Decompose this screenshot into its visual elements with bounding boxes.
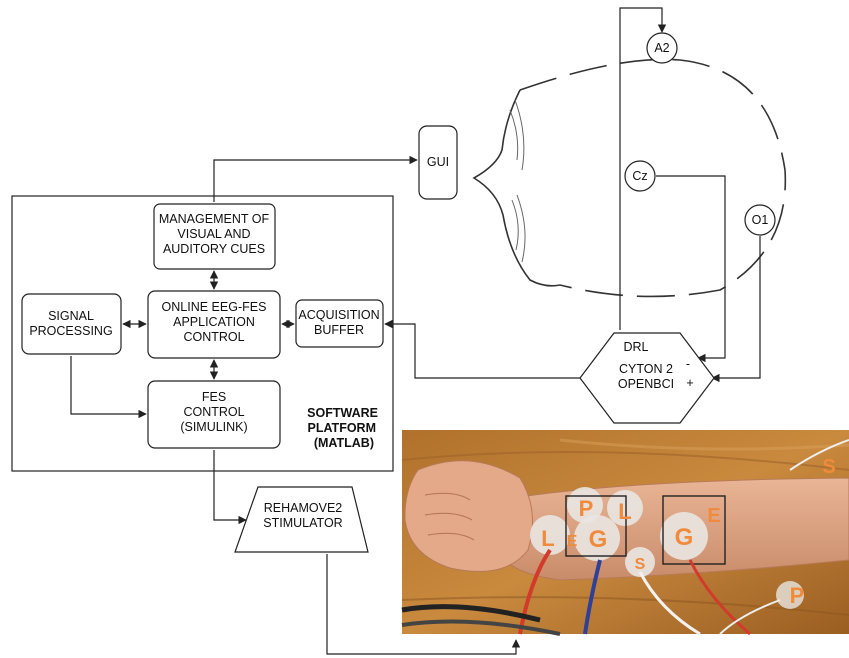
management-line-1: MANAGEMENT OF xyxy=(159,212,270,226)
cyton-line-2: OPENBCI xyxy=(618,377,674,391)
fes-line-1: FES xyxy=(202,390,226,404)
online-control-line-3: CONTROL xyxy=(183,330,244,344)
stimulator-line-2: STIMULATOR xyxy=(263,516,342,530)
electrode-cz: Cz xyxy=(625,161,655,191)
fes-control-box: FES CONTROL (SIMULINK) xyxy=(148,381,280,448)
gui-label: GUI xyxy=(427,155,449,169)
online-control-box: ONLINE EEG-FES APPLICATION CONTROL xyxy=(148,291,280,358)
electrode-a2: A2 xyxy=(647,33,677,63)
acquisition-line-1: ACQUISITION xyxy=(298,308,379,322)
electrode-o1: O1 xyxy=(745,205,775,235)
signal-processing-line-2: PROCESSING xyxy=(29,324,112,338)
fes-stimulator-connector xyxy=(214,450,246,520)
photo-label-p-1: P xyxy=(579,496,594,521)
management-line-2: VISUAL AND xyxy=(177,227,250,241)
o1-wire xyxy=(712,236,760,378)
photo-label-l-1: L xyxy=(618,499,631,524)
signal-processing-box: SIGNAL PROCESSING xyxy=(22,294,121,354)
stimulator-line-1: REHAMOVE2 xyxy=(264,501,343,515)
signal-fes-connector xyxy=(71,356,146,414)
acquisition-line-2: BUFFER xyxy=(314,323,364,337)
software-platform-label: SOFTWARE PLATFORM (MATLAB) xyxy=(307,406,378,450)
electrode-o1-label: O1 xyxy=(752,213,769,227)
cyton-plus: + xyxy=(686,376,693,390)
electrode-cz-label: Cz xyxy=(632,169,647,183)
rehamove-stimulator: REHAMOVE2 STIMULATOR xyxy=(235,487,368,552)
acquisition-buffer-box: ACQUISITION BUFFER xyxy=(296,300,383,347)
online-control-line-1: ONLINE EEG-FES xyxy=(162,300,267,314)
photo-label-g-2: G xyxy=(675,524,694,551)
cyton-drl: DRL xyxy=(623,340,648,354)
photo-label-l-2: L xyxy=(541,526,554,551)
software-line-3: (MATLAB) xyxy=(314,436,374,450)
cyton-minus: - xyxy=(686,357,690,371)
software-line-1: SOFTWARE xyxy=(307,406,378,420)
online-control-line-2: APPLICATION xyxy=(173,315,255,329)
signal-processing-line-1: SIGNAL xyxy=(48,309,94,323)
cz-wire xyxy=(656,176,725,358)
cyton-buffer-connector xyxy=(385,324,580,378)
cyton-openbci-board: DRL CYTON 2 OPENBCI - + xyxy=(580,333,714,423)
photo-label-e-2: E xyxy=(707,505,720,527)
photo-label-p-2: P xyxy=(790,583,805,608)
forearm-electrode-photo: S P L L E G G E S P xyxy=(402,430,849,634)
cyton-line-1: CYTON 2 xyxy=(619,362,673,376)
management-line-3: AUDITORY CUES xyxy=(163,242,265,256)
gui-box: GUI xyxy=(419,126,457,199)
photo-label-e-1: E xyxy=(567,533,578,550)
software-line-2: PLATFORM xyxy=(307,421,376,435)
fes-line-3: (SIMULINK) xyxy=(180,420,247,434)
fes-line-2: CONTROL xyxy=(183,405,244,419)
photo-label-s-2: S xyxy=(635,556,646,573)
management-cues-box: MANAGEMENT OF VISUAL AND AUDITORY CUES xyxy=(154,204,275,269)
photo-label-s-top: S xyxy=(822,456,835,478)
photo-label-g-1: G xyxy=(589,526,608,553)
electrode-a2-label: A2 xyxy=(654,41,669,55)
